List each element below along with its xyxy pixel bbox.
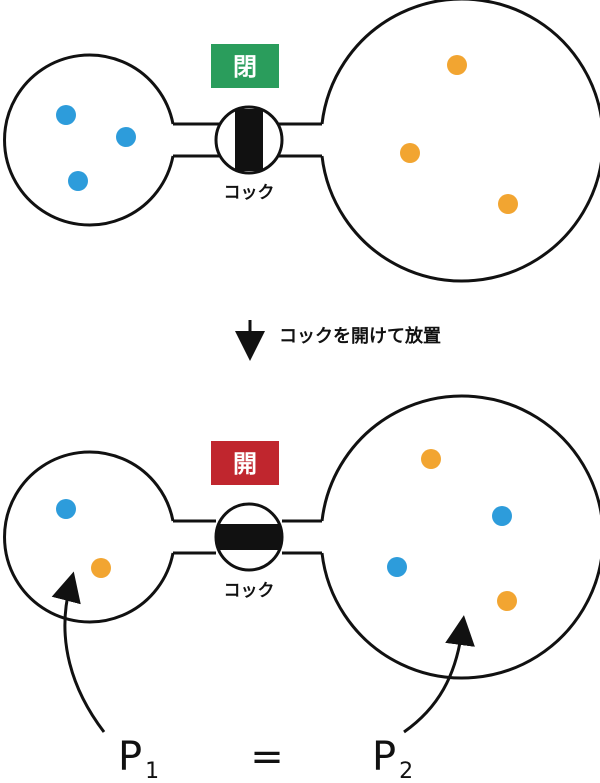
orange-molecule xyxy=(497,591,517,611)
orange-molecule xyxy=(400,143,420,163)
top-valve-state-badge xyxy=(211,44,279,88)
blue-molecule xyxy=(116,127,136,147)
top-stopcock-label: コック xyxy=(224,183,275,203)
top-left-flask xyxy=(3,53,175,227)
orange-molecule xyxy=(421,449,441,469)
bottom-left-flask xyxy=(3,450,175,624)
p1-subscript: 1 xyxy=(145,759,159,783)
bottom-right-flask xyxy=(320,394,600,680)
bottom-stopcock-label: コック xyxy=(224,581,275,601)
bottom-valve-state-badge xyxy=(211,441,279,485)
p2-letter: P xyxy=(372,734,396,780)
blue-molecule xyxy=(492,506,512,526)
blue-molecule xyxy=(56,105,76,125)
step-indicator: コックを開けて放置 xyxy=(235,320,441,361)
bottom-stopcock-plug-open xyxy=(217,524,281,550)
top-apparatus: 閉 コック xyxy=(3,0,600,283)
blue-molecule xyxy=(56,499,76,519)
bottom-apparatus: 開 コック xyxy=(3,394,600,734)
orange-molecule xyxy=(498,194,518,214)
bottom-valve-state-text: 開 xyxy=(233,450,257,478)
orange-molecule xyxy=(447,55,467,75)
blue-molecule xyxy=(387,557,407,577)
p1-pointer-arrow-icon xyxy=(51,571,106,733)
p2-pointer-arrow-icon xyxy=(403,615,475,734)
equals-sign: = xyxy=(250,734,284,780)
orange-molecule xyxy=(91,558,111,578)
top-stopcock-plug-closed xyxy=(235,109,263,171)
top-valve-state-text: 閉 xyxy=(233,53,257,81)
top-right-flask xyxy=(320,0,600,283)
step-instruction: コックを開けて放置 xyxy=(279,325,441,347)
blue-molecule xyxy=(68,171,88,191)
p1-letter: P xyxy=(118,734,142,780)
p2-subscript: 2 xyxy=(399,759,413,783)
